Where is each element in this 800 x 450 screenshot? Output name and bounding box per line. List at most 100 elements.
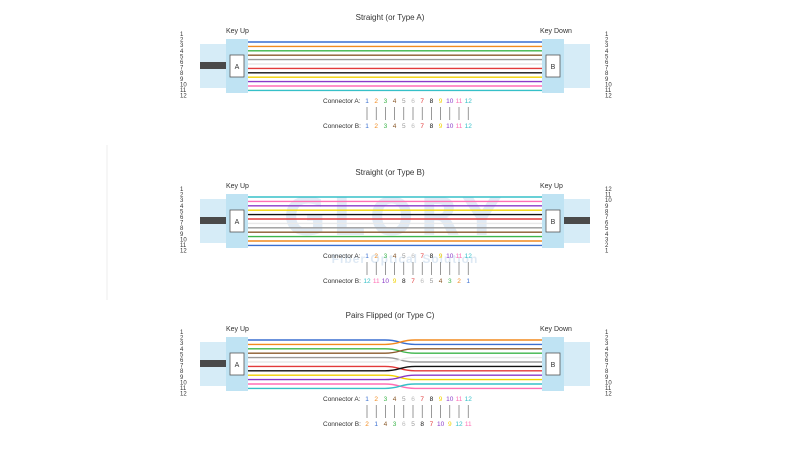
right-fiber-number: 12 [605, 392, 612, 398]
right-fiber-number: 1 [605, 330, 609, 336]
diagram-title: Straight (or Type B) [355, 168, 425, 177]
connector-a-number: 5 [402, 253, 406, 260]
connector-a-number: 12 [465, 253, 473, 260]
connector-b-number: 5 [411, 421, 415, 428]
connector-b-label: Connector B: [323, 421, 361, 428]
right-key-label: Key Up [540, 183, 563, 190]
connector-b-number: 5 [402, 123, 406, 130]
right-connector-label: B [551, 64, 556, 71]
right-fiber-number: 12 [605, 187, 612, 193]
fiber-line [248, 374, 542, 381]
right-fiber-number: 2 [605, 38, 609, 44]
left-fiber-number: 9 [180, 77, 184, 83]
right-key-label: Key Down [540, 28, 572, 35]
connector-b-number: 1 [466, 278, 470, 285]
right-fiber-number: 10 [605, 82, 612, 88]
left-fiber-number: 7 [180, 66, 184, 72]
connector-a-number: 11 [456, 98, 463, 105]
connector-a-number: 8 [430, 253, 434, 260]
connector-b-number: 9 [448, 421, 452, 428]
right-fiber-number: 4 [605, 49, 609, 55]
right-fiber-number: 1 [605, 249, 609, 255]
connector-a-number: 12 [465, 396, 473, 403]
left-fiber-number: 3 [180, 43, 184, 49]
right-fiber-number: 7 [605, 215, 609, 221]
connector-b-number: 2 [365, 421, 369, 428]
connector-b-number: 5 [430, 278, 434, 285]
connector-a-number: 7 [420, 98, 424, 105]
left-fiber-number: 8 [180, 71, 184, 77]
connector-a-number: 8 [430, 98, 434, 105]
left-key-label: Key Up [226, 28, 249, 35]
right-fiber-number: 2 [605, 243, 609, 249]
left-cable-core [200, 62, 226, 69]
left-fiber-number: 1 [180, 330, 184, 336]
connector-a-number: 3 [384, 253, 388, 260]
left-fiber-number: 6 [180, 215, 184, 221]
left-fiber-number: 10 [180, 380, 187, 386]
connector-a-number: 9 [439, 253, 443, 260]
right-fiber-number: 9 [605, 204, 609, 210]
connector-a-number: 10 [446, 98, 454, 105]
left-fiber-number: 9 [180, 232, 184, 238]
fiber-line [248, 383, 542, 390]
connector-a-label: Connector A: [323, 396, 361, 403]
left-fiber-number: 12 [180, 94, 187, 100]
left-fiber-number: 11 [180, 88, 187, 94]
right-fiber-number: 3 [605, 237, 609, 243]
right-fiber-number: 1 [605, 32, 609, 38]
left-fiber-number: 11 [180, 243, 187, 249]
connector-a-number: 6 [411, 396, 415, 403]
connector-a-number: 5 [402, 396, 406, 403]
right-fiber-number: 5 [605, 54, 609, 60]
left-fiber-number: 4 [180, 204, 184, 210]
right-fiber-number: 3 [605, 43, 609, 49]
connector-b-number: 10 [446, 123, 454, 130]
left-fiber-number: 1 [180, 32, 184, 38]
right-fiber-number: 11 [605, 193, 612, 199]
connector-a-number: 11 [456, 253, 463, 260]
right-connector-box [545, 352, 561, 376]
connector-a-number: 6 [411, 98, 415, 105]
connector-b-number: 1 [365, 123, 369, 130]
connector-a-number: 4 [393, 396, 397, 403]
right-fiber-number: 12 [605, 94, 612, 100]
connector-b-number: 11 [456, 123, 463, 130]
watermark-tagline: Fiber Optical Solution [332, 252, 479, 266]
connector-a-number: 12 [465, 98, 473, 105]
connector-a-number: 1 [365, 396, 369, 403]
left-fiber-number: 12 [180, 249, 187, 255]
connector-a-number: 1 [365, 253, 369, 260]
right-fiber-number: 10 [605, 380, 612, 386]
connector-b-number: 8 [420, 421, 424, 428]
connector-a-label: Connector A: [323, 98, 361, 105]
connector-a-number: 4 [393, 253, 397, 260]
left-fiber-number: 9 [180, 375, 184, 381]
right-fiber-number: 10 [605, 198, 612, 204]
right-fiber-number: 9 [605, 375, 609, 381]
left-fiber-number: 8 [180, 369, 184, 375]
right-fiber-number: 5 [605, 352, 609, 358]
right-fiber-number: 11 [605, 386, 612, 392]
left-fiber-number: 8 [180, 226, 184, 232]
connector-a-number: 9 [439, 98, 443, 105]
left-fiber-number: 1 [180, 187, 184, 193]
left-fiber-number: 2 [180, 38, 184, 44]
left-fiber-number: 4 [180, 347, 184, 353]
connector-a-number: 7 [420, 253, 424, 260]
right-fiber-number: 7 [605, 66, 609, 72]
connector-a-label: Connector A: [323, 253, 361, 260]
connector-a-number: 2 [374, 396, 378, 403]
connector-b-number: 6 [420, 278, 424, 285]
left-cable-core [200, 217, 226, 224]
fiber-line [248, 356, 542, 363]
left-fiber-number: 10 [180, 237, 187, 243]
left-connector-label: A [235, 64, 240, 71]
connector-b-number: 8 [430, 123, 434, 130]
watermark-logo: GLORY [283, 188, 506, 248]
fiber-line [248, 365, 542, 372]
connector-b-number: 12 [363, 278, 371, 285]
right-cable-core [564, 217, 590, 224]
